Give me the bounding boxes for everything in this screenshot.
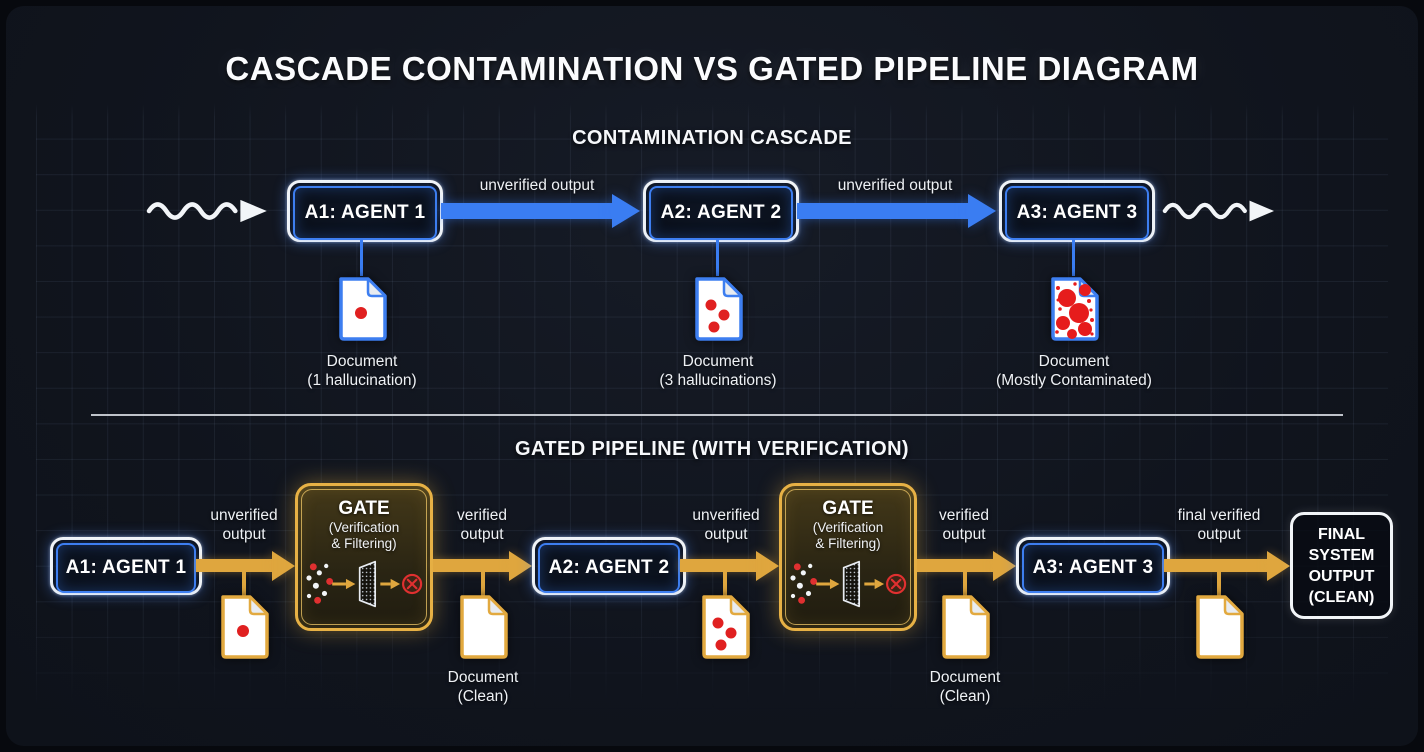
squiggle-arrow-in-icon [146, 199, 267, 223]
doc-label-3-state: (Mostly Contaminated) [996, 372, 1152, 389]
unverified-doc-2-icon [702, 595, 750, 659]
arrowhead-b3-icon [756, 551, 779, 581]
gate-1-subtitle-2: & Filtering) [331, 536, 397, 551]
cascade-arrow-label-2: unverified output [837, 177, 953, 194]
drop-line-1 [242, 566, 246, 596]
gate-2-subtitle-1: (Verification [812, 520, 884, 535]
arrowhead-a1-a2-icon [612, 194, 640, 228]
arrow-a1-a2 [441, 203, 613, 219]
doc-label-1-state: (1 hallucination) [307, 372, 417, 389]
connector-doc-1 [360, 238, 363, 276]
clean-doc-2-state: (Clean) [939, 688, 991, 705]
cascade-section-header: CONTAMINATION CASCADE [572, 127, 852, 149]
section-divider [91, 414, 1343, 416]
document-3-hallucinations-icon [695, 277, 743, 341]
final-output-line-1: FINAL [1317, 525, 1366, 543]
doc-label-3-name: Document [1038, 353, 1110, 370]
doc-label-1: Document (1 hallucination) [242, 352, 482, 390]
arrow-b5 [1164, 559, 1267, 572]
gate-2-inner: GATE (Verification & Filtering) [785, 489, 911, 625]
cascade-agent-2-label: A2: AGENT 2 [649, 186, 793, 240]
clean-doc-2-name: Document [929, 669, 1001, 686]
final-output-line-4: (CLEAN) [1308, 588, 1375, 606]
doc-label-1-name: Document [326, 353, 398, 370]
gated-arrow-label-1-line2: output [222, 526, 266, 543]
arrowhead-b1-icon [272, 551, 295, 581]
drop-line-5 [1217, 566, 1221, 596]
doc-label-2-name: Document [682, 353, 754, 370]
gated-arrow-label-3: unverified output [646, 506, 806, 544]
squiggle-arrow-out-icon [1162, 200, 1274, 222]
doc-label-2: Document (3 hallucinations) [598, 352, 838, 390]
gated-arrow-label-1-line1: unverified [210, 507, 278, 524]
gate-1-inner: GATE (Verification & Filtering) [301, 489, 427, 625]
final-output-line-2: SYSTEM [1308, 546, 1375, 564]
cascade-agent-3-box: A3: AGENT 3 [999, 180, 1155, 242]
arrow-b4 [917, 559, 993, 572]
gate-2-title: GATE [822, 498, 874, 519]
gated-arrow-label-4: verified output [884, 506, 1044, 544]
gated-agent-2-box: A2: AGENT 2 [532, 537, 686, 595]
document-1-hallucination-icon [339, 277, 387, 341]
gated-arrow-label-5-line1: final verified [1177, 507, 1261, 524]
background-panel: CASCADE CONTAMINATION VS GATED PIPELINE … [6, 6, 1418, 746]
arrow-a2-a3 [797, 203, 969, 219]
page-title: CASCADE CONTAMINATION VS GATED PIPELINE … [225, 50, 1199, 87]
clean-doc-3-icon [1196, 595, 1244, 659]
unverified-doc-1-icon [221, 595, 269, 659]
document-contaminated-icon [1051, 277, 1099, 341]
filter-icon [790, 560, 907, 608]
gated-agent-3-label: A3: AGENT 3 [1022, 543, 1164, 593]
gated-section-header: GATED PIPELINE (WITH VERIFICATION) [515, 438, 909, 460]
arrow-b1 [196, 559, 272, 572]
gated-arrow-label-5-line2: output [1197, 526, 1241, 543]
gated-arrow-label-3-line1: unverified [692, 507, 760, 524]
arrowhead-b4-icon [993, 551, 1016, 581]
gate-1-title: GATE [338, 498, 390, 519]
connector-doc-3 [1072, 238, 1075, 276]
drop-line-2 [481, 566, 485, 596]
clean-doc-2-label: Document (Clean) [855, 668, 1075, 706]
gated-arrow-label-2-line2: output [460, 526, 504, 543]
gated-arrow-label-5: final verified output [1129, 506, 1309, 544]
arrowhead-a2-a3-icon [968, 194, 996, 228]
cascade-agent-1-label: A1: AGENT 1 [293, 186, 437, 240]
gated-arrow-label-2-line1: verified [457, 507, 507, 524]
gated-arrow-label-3-line2: output [704, 526, 748, 543]
clean-doc-1-icon [460, 595, 508, 659]
clean-doc-1-label: Document (Clean) [373, 668, 593, 706]
gate-1-subtitle-1: (Verification [328, 520, 400, 535]
cascade-agent-3-label: A3: AGENT 3 [1005, 186, 1149, 240]
doc-label-3: Document (Mostly Contaminated) [954, 352, 1194, 390]
gated-agent-1-label: A1: AGENT 1 [56, 543, 196, 593]
arrowhead-b5-icon [1267, 551, 1290, 581]
gate-2-subtitle-2: & Filtering) [815, 536, 881, 551]
gate-1-box: GATE (Verification & Filtering) [295, 483, 433, 631]
cascade-agent-2-box: A2: AGENT 2 [643, 180, 799, 242]
gate-2-box: GATE (Verification & Filtering) [779, 483, 917, 631]
arrowhead-b2-icon [509, 551, 532, 581]
arrow-b3 [680, 559, 756, 572]
filter-icon [306, 560, 423, 608]
cascade-agent-1-box: A1: AGENT 1 [287, 180, 443, 242]
drop-line-3 [723, 566, 727, 596]
gated-agent-2-label: A2: AGENT 2 [538, 543, 680, 593]
clean-doc-2-icon [942, 595, 990, 659]
gated-arrow-label-2: verified output [402, 506, 562, 544]
connector-doc-2 [716, 238, 719, 276]
drop-line-4 [963, 566, 967, 596]
gated-arrow-label-4-line2: output [942, 526, 986, 543]
gated-arrow-label-4-line1: verified [939, 507, 989, 524]
clean-doc-1-name: Document [447, 669, 519, 686]
doc-label-2-state: (3 hallucinations) [659, 372, 777, 389]
arrow-b2 [433, 559, 509, 572]
clean-doc-1-state: (Clean) [457, 688, 509, 705]
final-output-line-3: OUTPUT [1308, 567, 1375, 585]
gated-arrow-label-1: unverified output [164, 506, 324, 544]
gated-agent-3-box: A3: AGENT 3 [1016, 537, 1170, 595]
cascade-arrow-label-1: unverified output [479, 177, 595, 194]
gated-agent-1-box: A1: AGENT 1 [50, 537, 202, 595]
final-output-box: FINAL SYSTEM OUTPUT (CLEAN) [1290, 512, 1393, 619]
